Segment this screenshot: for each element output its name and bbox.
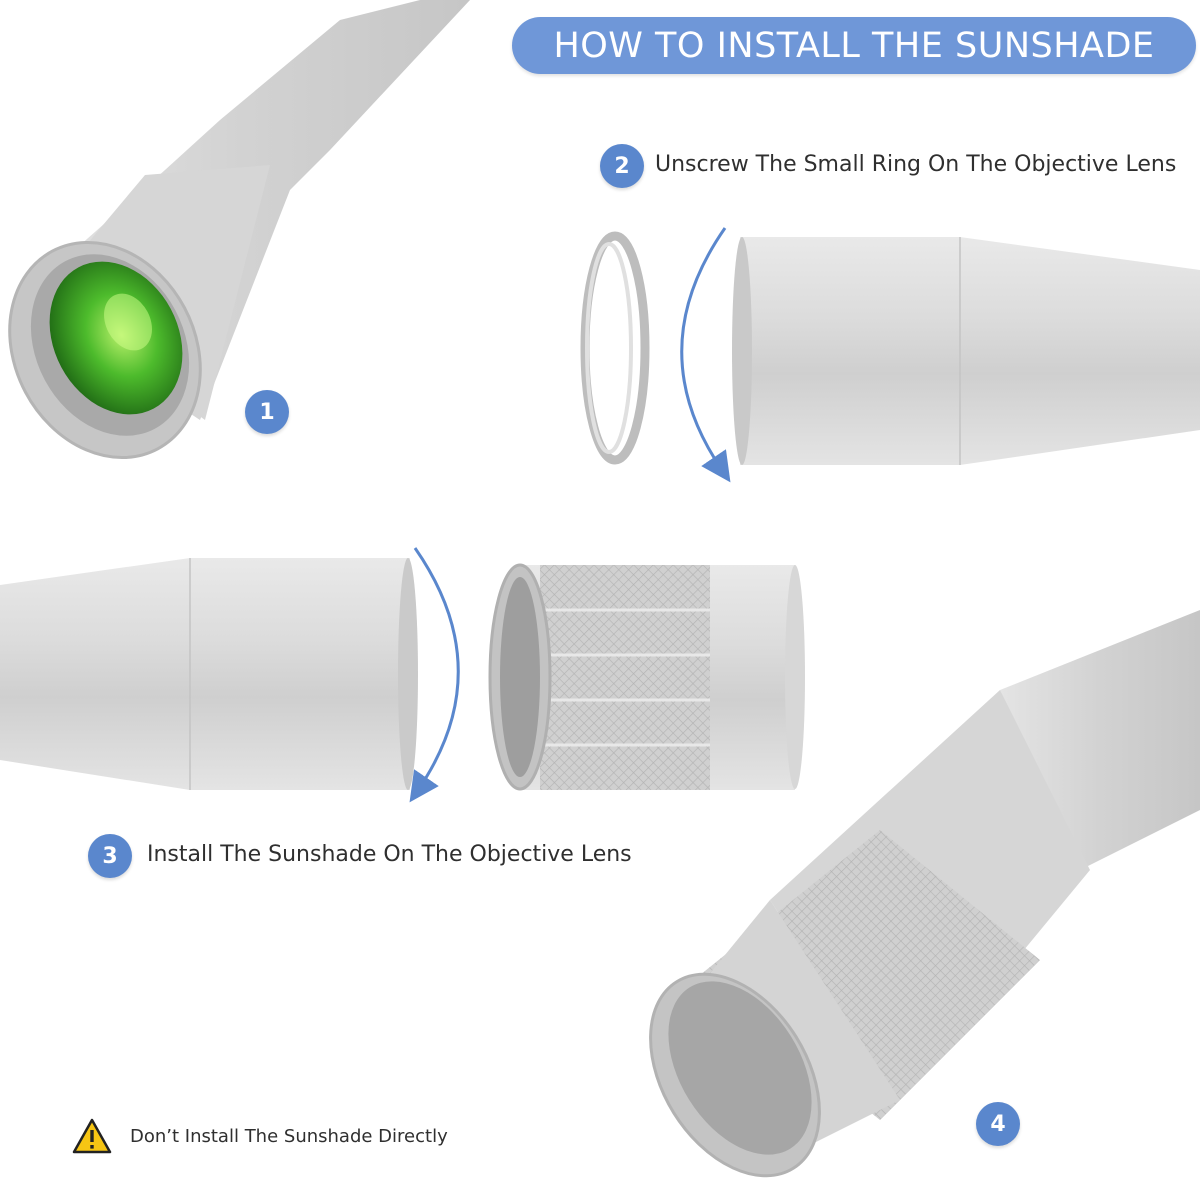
step-4-badge: 4 [976,1102,1020,1146]
step2-scope-illustration [732,237,1200,465]
step-3-badge: 3 [88,834,132,878]
step1-scope-illustration [8,0,470,460]
warning-triangle-icon [72,1118,112,1154]
step-2-badge: 2 [600,144,644,188]
page-title: HOW TO INSTALL THE SUNSHADE [512,17,1196,74]
step4-scope-illustration [649,610,1200,1178]
warning-text: Don’t Install The Sunshade Directly [130,1126,448,1147]
step2-rotate-arrow [680,227,731,483]
step2-ring-illustration [580,231,650,465]
step3-scope-illustration [0,558,418,790]
step-3-caption: Install The Sunshade On The Objective Le… [147,842,632,867]
step-2-caption: Unscrew The Small Ring On The Objective … [655,152,1177,177]
step3-rotate-arrow [409,547,460,803]
step3-sunshade-illustration [488,563,805,791]
step-1-badge: 1 [245,390,289,434]
